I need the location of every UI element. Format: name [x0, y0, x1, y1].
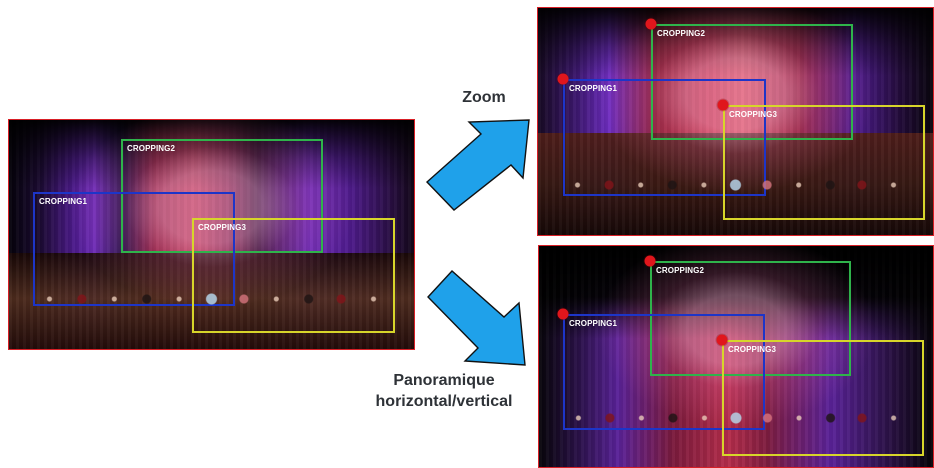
pan-label: Panoramique horizontal/vertical [375, 372, 513, 410]
main-stage-image: CROPPING2 CROPPING1 CROPPING3 [8, 119, 415, 350]
pan-crop-label-cropping3: CROPPING3 [728, 345, 777, 354]
pan-stage-image: CROPPING2 CROPPING1 CROPPING3 [538, 245, 934, 468]
pan-crop-label-cropping2: CROPPING2 [656, 266, 705, 275]
zoom-arrow-shape [425, 119, 530, 211]
main-crop-box-cropping3: CROPPING3 [192, 218, 395, 333]
zoom-marker-cropping2 [645, 18, 657, 30]
pan-crop-box-cropping2: CROPPING2 [650, 261, 851, 376]
zoom-label: Zoom [462, 89, 506, 106]
zoom-stage-image: CROPPING2 CROPPING1 CROPPING3 [537, 7, 934, 236]
zoom-crop-box-cropping3: CROPPING3 [723, 105, 925, 220]
zoom-crop-box-cropping2: CROPPING2 [651, 24, 853, 140]
main-crop-box-cropping1: CROPPING1 [33, 192, 235, 306]
main-crop-box-cropping2: CROPPING2 [121, 139, 323, 253]
pan-arrow-shape [427, 270, 526, 366]
zoom-crop-box-cropping1: CROPPING1 [563, 79, 766, 196]
main-crop-label-cropping2: CROPPING2 [127, 144, 176, 153]
zoom-arrow-icon [425, 119, 530, 211]
pan-marker-cropping2 [644, 255, 656, 267]
pan-marker-cropping3 [716, 334, 728, 346]
pan-crop-box-cropping1: CROPPING1 [563, 314, 765, 430]
zoom-marker-cropping1 [557, 73, 569, 85]
main-crop-label-cropping3: CROPPING3 [198, 223, 247, 232]
main-crop-label-cropping1: CROPPING1 [39, 197, 88, 206]
pan-crop-label-cropping1: CROPPING1 [569, 319, 618, 328]
pan-arrow-icon [427, 270, 526, 366]
zoom-crop-label-cropping3: CROPPING3 [729, 110, 778, 119]
pan-crop-box-cropping3: CROPPING3 [722, 340, 924, 456]
zoom-crop-label-cropping2: CROPPING2 [657, 29, 706, 38]
pan-marker-cropping1 [557, 308, 569, 320]
zoom-marker-cropping3 [717, 99, 729, 111]
zoom-crop-label-cropping1: CROPPING1 [569, 84, 618, 93]
